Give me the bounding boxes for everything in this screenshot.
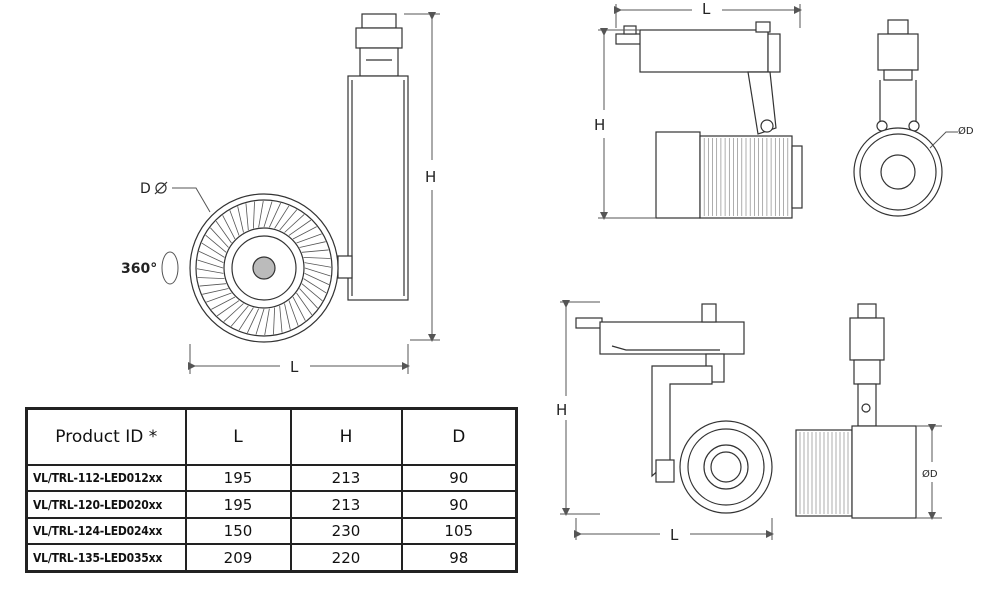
spec-table: Product ID * L H D VL/TRL-112-LED012xx 1… [25, 407, 518, 573]
product-id-cell: VL/TRL-135-LED035xx [25, 543, 187, 573]
side-top-h-dimension [598, 28, 656, 220]
side-bottom-h-dimension [560, 300, 600, 516]
header-product-id: Product ID * [25, 407, 187, 466]
side-top-h-label: H [594, 116, 605, 134]
side-bottom-l-label: L [670, 526, 679, 544]
side-view-top [615, 21, 803, 219]
end-bottom-d-label: ØD [922, 468, 938, 480]
header-d: D [400, 407, 518, 466]
l-cell: 195 [184, 490, 292, 519]
rotation-arrow-icon [161, 251, 179, 285]
table-row: VL/TRL-124-LED024xx 150 230 105 [25, 516, 518, 546]
h-cell: 220 [289, 543, 403, 573]
side-top-l-label: L [702, 0, 711, 18]
rotation-label: 360° [121, 261, 157, 277]
d-cell: 90 [400, 463, 518, 493]
h-cell: 230 [289, 516, 403, 546]
table-row: VL/TRL-112-LED012xx 195 213 90 [25, 463, 518, 493]
end-view-top [853, 19, 943, 217]
side-bottom-l-dimension [574, 518, 774, 540]
product-id-cell: VL/TRL-120-LED020xx [25, 490, 187, 519]
d-cell: 90 [400, 490, 518, 519]
front-view [189, 13, 409, 343]
end-top-d-label: ØD [958, 125, 974, 137]
front-l-dimension [188, 344, 410, 374]
h-cell: 213 [289, 490, 403, 519]
front-l-label: L [290, 358, 299, 376]
d-cell: 105 [400, 516, 518, 546]
l-cell: 195 [184, 463, 292, 493]
l-cell: 150 [184, 516, 292, 546]
heat-fins [196, 200, 332, 336]
product-id-cell: VL/TRL-112-LED012xx [25, 463, 187, 493]
side-fins [799, 432, 849, 514]
end-top-d-leader [929, 131, 958, 149]
diameter-symbol-icon [154, 181, 168, 195]
front-d-leader [172, 187, 211, 213]
l-cell: 209 [184, 543, 292, 573]
d-cell: 98 [400, 543, 518, 573]
front-h-label: H [425, 168, 436, 186]
header-l: L [184, 407, 292, 466]
table-row: VL/TRL-120-LED020xx 195 213 90 [25, 490, 518, 519]
end-view-bottom [795, 303, 917, 519]
header-h: H [289, 407, 403, 466]
front-d-label: D [140, 181, 151, 197]
side-bottom-h-label: H [556, 401, 567, 419]
front-h-dimension [404, 12, 440, 342]
table-row: VL/TRL-135-LED035xx 209 220 98 [25, 543, 518, 573]
product-id-cell: VL/TRL-124-LED024xx [25, 516, 187, 546]
side-fins [703, 138, 789, 216]
end-bottom-d-dimension [916, 424, 942, 520]
h-cell: 213 [289, 463, 403, 493]
side-view-bottom [575, 303, 773, 514]
side-top-l-dimension [614, 4, 802, 28]
spec-header-row: Product ID * L H D [25, 407, 518, 466]
